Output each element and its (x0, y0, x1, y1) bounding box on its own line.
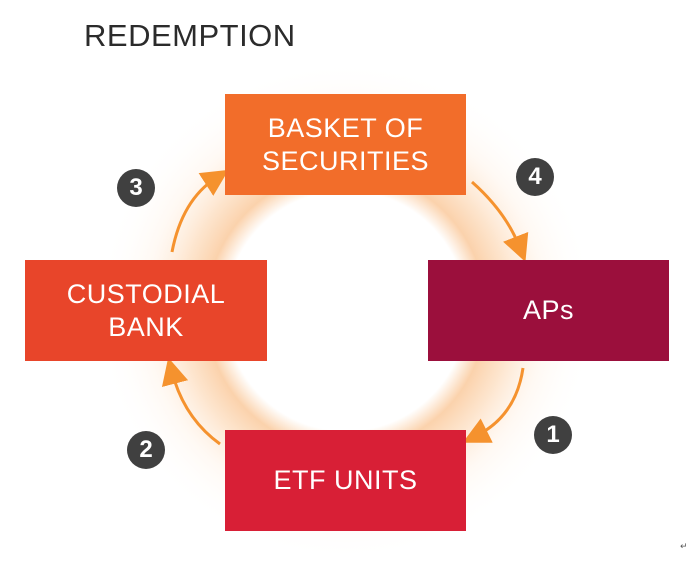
step-2-badge: 2 (127, 431, 165, 469)
basket-of-securities-label: BASKET OF SECURITIES (261, 112, 430, 176)
arrow-etf-to-custodial (161, 357, 221, 446)
arrow-custodial-to-basket (170, 169, 229, 253)
custodial-bank-label: CUSTODIAL BANK (66, 278, 226, 342)
arrow-aps-to-etf (462, 367, 525, 443)
step-4-badge: 4 (516, 158, 554, 196)
return-mark: ↵ (680, 541, 688, 551)
basket-of-securities-box: BASKET OF SECURITIES (225, 94, 466, 195)
aps-box: APs (428, 260, 669, 361)
custodial-bank-box: CUSTODIAL BANK (25, 260, 267, 361)
etf-units-box: ETF UNITS (225, 430, 466, 531)
aps-label: APs (522, 295, 575, 325)
etf-units-label: ETF UNITS (273, 465, 418, 495)
step-1-badge: 1 (534, 416, 572, 454)
step-3-badge: 3 (117, 169, 155, 207)
arrow-basket-to-aps (471, 180, 529, 262)
diagram-title: REDEMPTION (84, 18, 296, 53)
